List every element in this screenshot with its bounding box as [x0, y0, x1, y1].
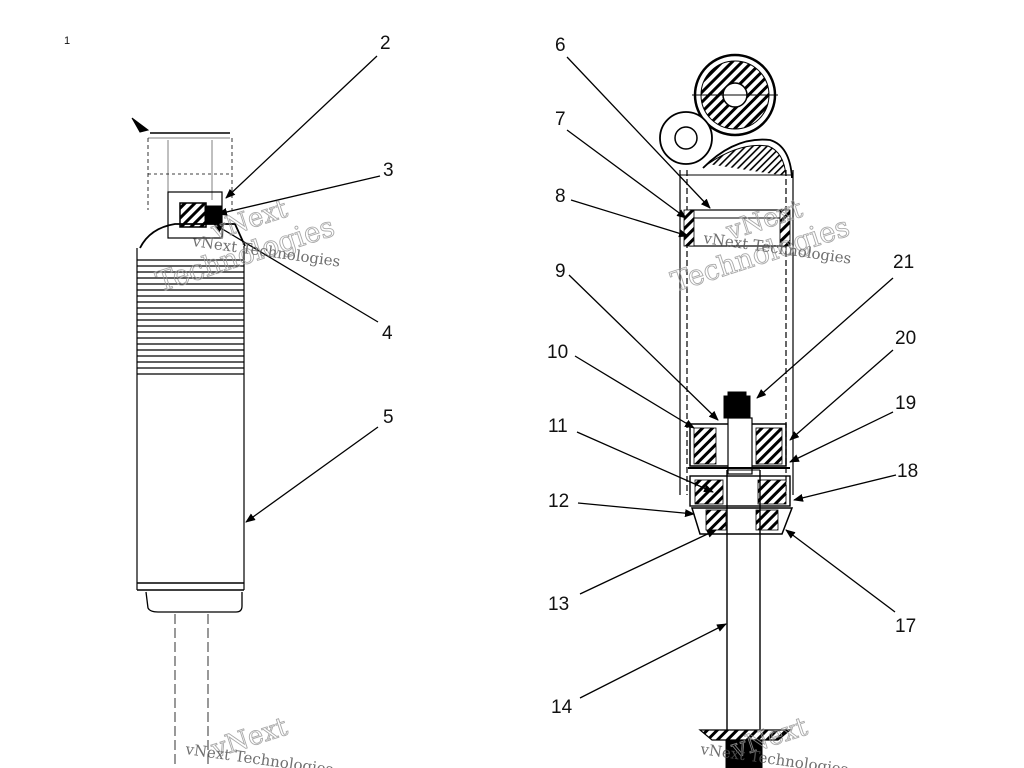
right-shock-cross-section — [659, 53, 794, 768]
callout-11: 11 — [548, 416, 568, 437]
watermarks: vNext Technologies vNext Technologies vN… — [152, 193, 854, 768]
callout-20: 20 — [895, 328, 916, 349]
callout-9: 9 — [555, 261, 566, 282]
corner-mark: 1 — [64, 35, 70, 47]
callout-7: 7 — [555, 109, 566, 130]
callout-5: 5 — [383, 407, 394, 428]
callout-14: 14 — [551, 697, 573, 718]
callout-19: 19 — [895, 393, 916, 414]
callout-13: 13 — [548, 594, 569, 615]
leader-lines — [213, 55, 897, 699]
callout-6: 6 — [555, 35, 566, 56]
threaded-collar — [137, 259, 244, 375]
callout-2: 2 — [380, 33, 391, 54]
callout-8: 8 — [555, 186, 566, 207]
callout-3: 3 — [383, 160, 394, 181]
callout-12: 12 — [548, 491, 569, 512]
callout-10: 10 — [547, 342, 568, 363]
callout-numbers: 1 2 3 4 5 6 7 8 9 10 11 12 13 14 17 18 1… — [64, 33, 918, 718]
callout-21: 21 — [893, 252, 914, 273]
callout-4: 4 — [382, 323, 393, 344]
callout-18: 18 — [897, 461, 918, 482]
callout-17: 17 — [895, 616, 916, 637]
